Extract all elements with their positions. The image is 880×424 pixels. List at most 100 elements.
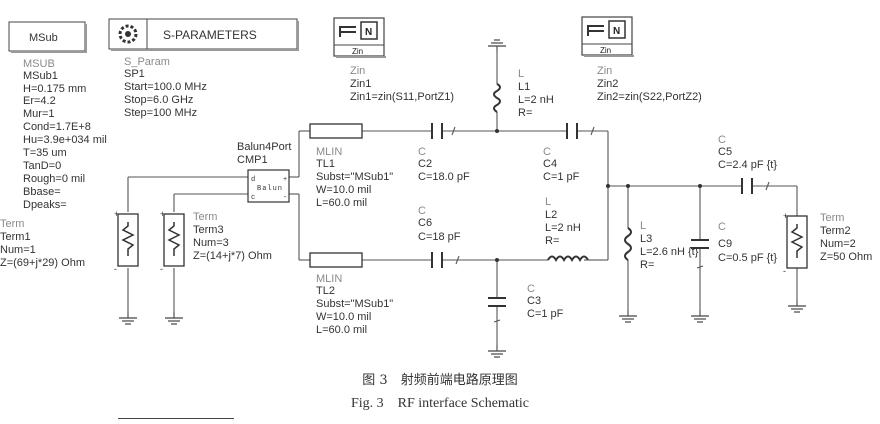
tl1-name: TL1 bbox=[316, 158, 335, 170]
sparam-component[interactable]: S-PARAMETERS S_Param SP1 Start=100.0 MHz… bbox=[108, 18, 299, 119]
l1-component[interactable]: L L1 L=2 nH R= bbox=[493, 68, 554, 119]
tl2-subst: Subst="MSub1" bbox=[316, 298, 393, 310]
msub-param-mur: Mur=1 bbox=[23, 108, 55, 120]
msub-param-hu: Hu=3.9e+034 mil bbox=[23, 134, 107, 146]
c9-type: C bbox=[718, 221, 726, 233]
tl1-subst: Subst="MSub1" bbox=[316, 171, 393, 183]
l1-value: L=2 nH bbox=[518, 94, 554, 106]
term3-type: Term bbox=[193, 211, 217, 223]
l1-resistance: R= bbox=[518, 107, 532, 119]
zin1-port-icon bbox=[339, 26, 356, 37]
l2-name: L2 bbox=[545, 209, 557, 221]
sparam-step: Step=100 MHz bbox=[124, 107, 197, 119]
term1-component[interactable]: + - Term Term1 Num=1 Z=(69+j*29) Ohm bbox=[0, 209, 139, 274]
msub-param-cond: Cond=1.7E+8 bbox=[23, 121, 91, 133]
term1-type: Term bbox=[0, 218, 24, 230]
svg-text:+: + bbox=[783, 211, 788, 221]
c4-component[interactable]: C C4 C=1 pF bbox=[543, 123, 595, 183]
msub-component[interactable]: MSub MSUB MSub1 H=0.175 mm Er=4.2 Mur=1 … bbox=[8, 21, 107, 211]
tl2-type: MLIN bbox=[316, 273, 342, 285]
sparam-type: S_Param bbox=[124, 56, 170, 68]
term3-name: Term3 bbox=[193, 224, 224, 236]
ground-c3-icon bbox=[487, 344, 507, 358]
ground-term2-icon bbox=[787, 299, 807, 313]
l2-type: L bbox=[545, 196, 551, 208]
svg-text:N: N bbox=[613, 26, 620, 37]
sparam-name: SP1 bbox=[124, 68, 145, 80]
balun-body-label: Balun bbox=[257, 185, 283, 193]
c5-type: C bbox=[718, 134, 726, 146]
svg-text:-: - bbox=[114, 264, 117, 274]
c6-value: C=18 pF bbox=[418, 231, 461, 243]
sparam-start: Start=100.0 MHz bbox=[124, 81, 207, 93]
c3-component[interactable]: C C3 C=1 pF bbox=[488, 283, 564, 323]
l3-name: L3 bbox=[640, 233, 652, 245]
wires bbox=[127, 52, 798, 345]
c4-name: C4 bbox=[543, 158, 557, 170]
msub-type: MSUB bbox=[23, 58, 55, 70]
svg-text:+: + bbox=[160, 209, 165, 219]
c9-value: C=0.5 pF {t} bbox=[718, 252, 777, 264]
l3-component[interactable]: L L3 L=2.6 nH {t} R= bbox=[624, 220, 699, 271]
term3-component[interactable]: + - Term Term3 Num=3 Z=(14+j*7) Ohm bbox=[160, 209, 272, 274]
ground-l1-icon bbox=[487, 39, 507, 53]
c2-component[interactable]: C C2 C=18.0 pF bbox=[418, 123, 470, 183]
term1-num: Num=1 bbox=[0, 244, 36, 256]
figure-caption-en: Fig. 3 RF interface Schematic bbox=[350, 396, 530, 411]
term2-type: Term bbox=[820, 212, 844, 224]
schematic: MSub MSUB MSub1 H=0.175 mm Er=4.2 Mur=1 … bbox=[0, 16, 872, 358]
svg-text:N: N bbox=[365, 27, 372, 38]
svg-text:+: + bbox=[283, 176, 287, 184]
c4-type: C bbox=[543, 146, 551, 158]
balun-type: Balun4Port bbox=[237, 141, 291, 153]
tl2-length: L=60.0 mil bbox=[316, 324, 367, 336]
l2-value: L=2 nH bbox=[545, 222, 581, 234]
zin2-component[interactable]: N Zin Zin Zin2 Zin2=zin(S22,PortZ2) bbox=[581, 16, 702, 103]
balun-name: CMP1 bbox=[237, 154, 268, 166]
msub-param-rough: Rough=0 mil bbox=[23, 173, 85, 185]
msub-param-t: T=35 um bbox=[23, 147, 67, 159]
ground-c9-icon bbox=[690, 309, 710, 323]
svg-text:c: c bbox=[251, 194, 255, 202]
zin2-type: Zin bbox=[597, 65, 612, 77]
sparam-box-label: S-PARAMETERS bbox=[163, 28, 257, 42]
zin1-name: Zin1 bbox=[350, 78, 371, 90]
zin1-type: Zin bbox=[350, 65, 365, 77]
tl2-component[interactable]: MLIN TL2 Subst="MSub1" W=10.0 mil L=60.0… bbox=[309, 252, 393, 336]
sparam-gear-icon bbox=[118, 24, 138, 44]
l1-type: L bbox=[518, 68, 524, 80]
sparam-stop: Stop=6.0 GHz bbox=[124, 94, 193, 106]
term2-name: Term2 bbox=[820, 225, 851, 237]
msub-box-label: MSub bbox=[29, 32, 58, 44]
tl1-width: W=10.0 mil bbox=[316, 184, 371, 196]
tl1-length: L=60.0 mil bbox=[316, 197, 367, 209]
zin2-port-icon bbox=[587, 25, 604, 36]
zin2-icon-label: Zin bbox=[600, 46, 611, 55]
c5-component[interactable]: C C5 C=2.4 pF {t} bbox=[718, 134, 777, 194]
term3-num: Num=3 bbox=[193, 237, 229, 249]
c9-name: C9 bbox=[718, 238, 732, 250]
c2-name: C2 bbox=[418, 158, 432, 170]
l2-component[interactable]: L L2 L=2 nH R= bbox=[545, 196, 592, 263]
zin1-component[interactable]: N Zin Zin Zin1 Zin1=zin(S11,PortZ1) bbox=[333, 17, 454, 103]
l2-resistance: R= bbox=[545, 235, 559, 247]
msub-param-bbase: Bbase= bbox=[23, 186, 61, 198]
tl1-component[interactable]: MLIN TL1 Subst="MSub1" W=10.0 mil L=60.0… bbox=[309, 123, 393, 209]
l3-resistance: R= bbox=[640, 259, 654, 271]
c6-component[interactable]: C C6 C=18 pF bbox=[418, 205, 461, 268]
tl2-name: TL2 bbox=[316, 285, 335, 297]
tl2-width: W=10.0 mil bbox=[316, 311, 371, 323]
figure-caption-cn: 图 3 射频前端电路原理图 bbox=[362, 373, 518, 388]
l3-value: L=2.6 nH {t} bbox=[640, 246, 699, 258]
c9-component[interactable]: C C9 C=0.5 pF {t} bbox=[691, 221, 777, 269]
balun-component[interactable]: Balun4Port CMP1 d c + - Balun bbox=[237, 141, 291, 203]
term2-component[interactable]: + - Term Term2 Num=2 Z=50 Ohm bbox=[783, 211, 872, 276]
svg-text:-: - bbox=[783, 266, 786, 276]
zin1-icon-label: Zin bbox=[352, 47, 363, 56]
svg-text:+: + bbox=[114, 209, 119, 219]
zin2-name: Zin2 bbox=[597, 78, 618, 90]
svg-text:d: d bbox=[251, 176, 255, 184]
ground-l3-icon bbox=[618, 309, 638, 323]
tl1-type: MLIN bbox=[316, 146, 342, 158]
c2-type: C bbox=[418, 146, 426, 158]
